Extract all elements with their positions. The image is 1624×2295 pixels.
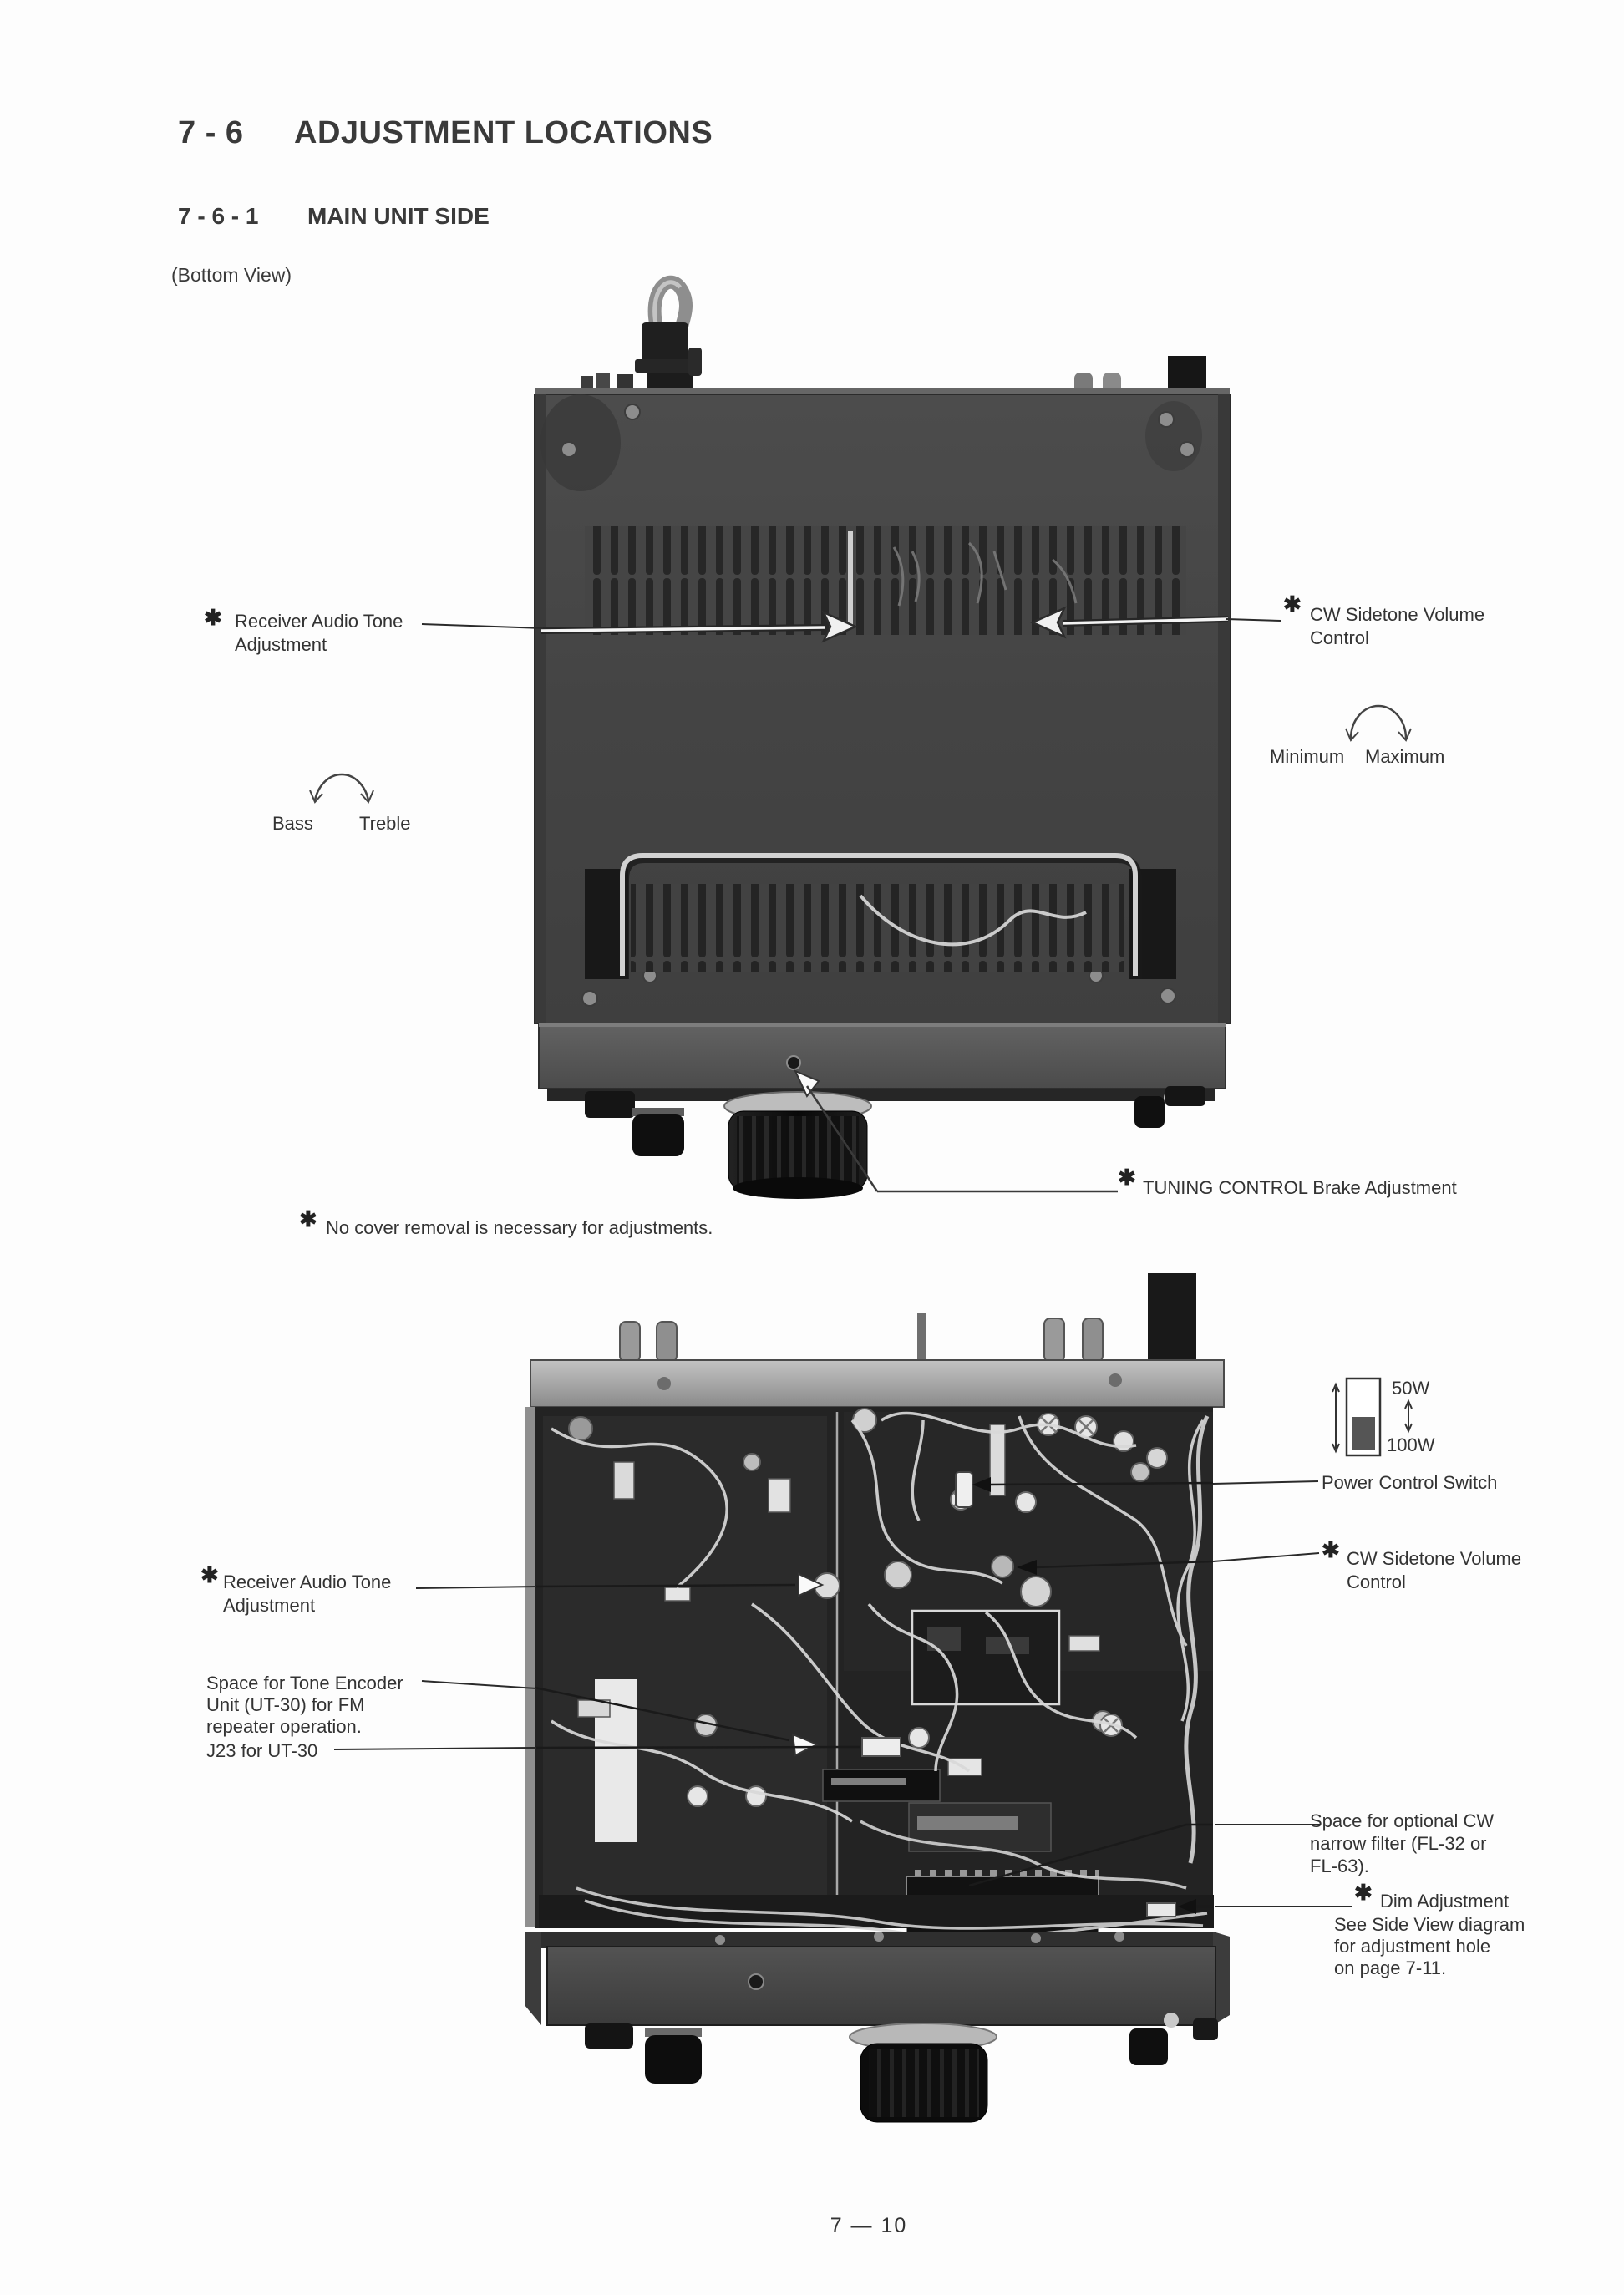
maximum-label: Maximum — [1365, 746, 1445, 767]
front-knobs — [585, 2013, 1218, 2123]
page-number: 7 — 10 — [830, 2214, 908, 2237]
tuning-knob — [869, 2049, 979, 2117]
wiring-harness — [551, 1411, 1205, 1823]
lower-vent-grille — [631, 884, 1124, 972]
brake-leader-line — [793, 1069, 1118, 1193]
treble-label: Treble — [359, 813, 411, 834]
tuning-brake-label: TUNING CONTROL Brake Adjustment — [1143, 1177, 1457, 1198]
view-caption: (Bottom View) — [171, 264, 292, 286]
callout-lines — [534, 1471, 1214, 1917]
rear-rail — [530, 1359, 1225, 1408]
receiver-audio-tone-label: Receiver Audio Tone Adjustment — [235, 611, 403, 655]
asterisk-marker: ✱ — [204, 605, 222, 630]
rear-jacks — [619, 1273, 1196, 1363]
dim-adjustment-part — [1146, 1902, 1176, 1917]
etched-markings — [892, 541, 1078, 607]
upper-vent-grille — [585, 526, 1186, 635]
receiver-audio-tone-arrow — [540, 610, 859, 643]
section-number: 7 - 6 — [178, 115, 244, 150]
tone-encoder-label: Space for Tone Encoder Unit (UT-30) for … — [206, 1673, 403, 1737]
power-switch-down-label: 100W — [1387, 1434, 1435, 1455]
cw-sidetone-label: CW Sidetone Volume Control — [1310, 604, 1485, 648]
filter-block — [822, 1769, 941, 1802]
right-wire-bundle — [1184, 1414, 1210, 1864]
min-max-dial-arc — [1345, 704, 1412, 742]
cw-filter-label: Space for optional CW narrow filter (FL-… — [1310, 1810, 1495, 1876]
minimum-label: Minimum — [1270, 746, 1345, 767]
section-title: ADJUSTMENT LOCATIONS — [294, 115, 713, 150]
j23-connector — [861, 1737, 901, 1757]
power-control-switch-part — [955, 1471, 973, 1508]
front-strip — [538, 1023, 1226, 1089]
stray-cable — [859, 894, 1087, 947]
connectors — [577, 1424, 1100, 1776]
tuning-knob — [737, 1116, 859, 1185]
asterisk-marker: ✱ — [299, 1206, 317, 1231]
front-panel — [525, 1932, 1230, 2026]
inside-view-photo — [525, 1273, 1230, 2123]
dim-adjustment-label: Dim Adjustment — [1380, 1891, 1510, 1912]
subsection-title: MAIN UNIT SIDE — [307, 203, 490, 229]
brake-adjustment-hole — [786, 1055, 801, 1070]
cw-sidetone-label-2: CW Sidetone Volume Control — [1347, 1548, 1522, 1592]
bass-treble-dial-arc — [309, 773, 374, 804]
shield-module — [911, 1609, 1061, 1706]
asterisk-marker: ✱ — [1118, 1165, 1136, 1190]
receiver-audio-tone-label-2: Receiver Audio Tone Adjustment — [223, 1571, 392, 1616]
asterisk-marker: ✱ — [200, 1562, 219, 1587]
subsection-number: 7 - 6 - 1 — [178, 203, 259, 229]
footnote: No cover removal is necessary for adjust… — [326, 1217, 713, 1238]
j23-label: J23 for UT-30 — [206, 1740, 318, 1761]
rear-black-module — [1148, 1273, 1196, 1362]
power-cord — [635, 275, 702, 401]
dim-adjustment-note: See Side View diagram for adjustment hol… — [1334, 1914, 1525, 1978]
power-switch-up-label: 50W — [1392, 1378, 1430, 1399]
asterisk-marker: ✱ — [1322, 1537, 1340, 1562]
bottom-view-photo — [534, 275, 1231, 1199]
front-feet-and-knobs — [585, 1086, 1205, 1199]
power-control-switch-label: Power Control Switch — [1322, 1472, 1498, 1493]
asterisk-marker: ✱ — [1283, 592, 1302, 617]
bail-handle — [620, 853, 1138, 976]
cw-sidetone-arrow — [1029, 606, 1229, 639]
asterisk-marker: ✱ — [1354, 1880, 1373, 1905]
bass-label: Bass — [272, 813, 313, 834]
